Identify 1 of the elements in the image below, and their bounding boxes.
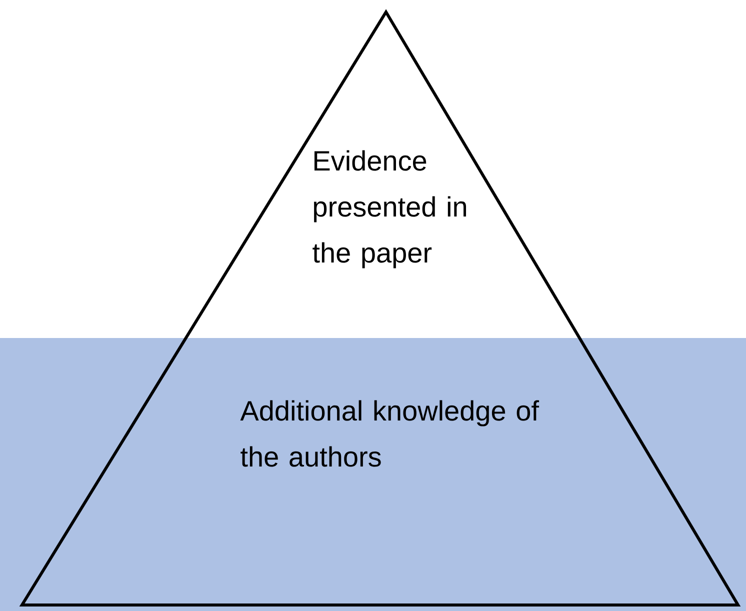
band: Additional knowledge of the authors (0, 338, 746, 611)
